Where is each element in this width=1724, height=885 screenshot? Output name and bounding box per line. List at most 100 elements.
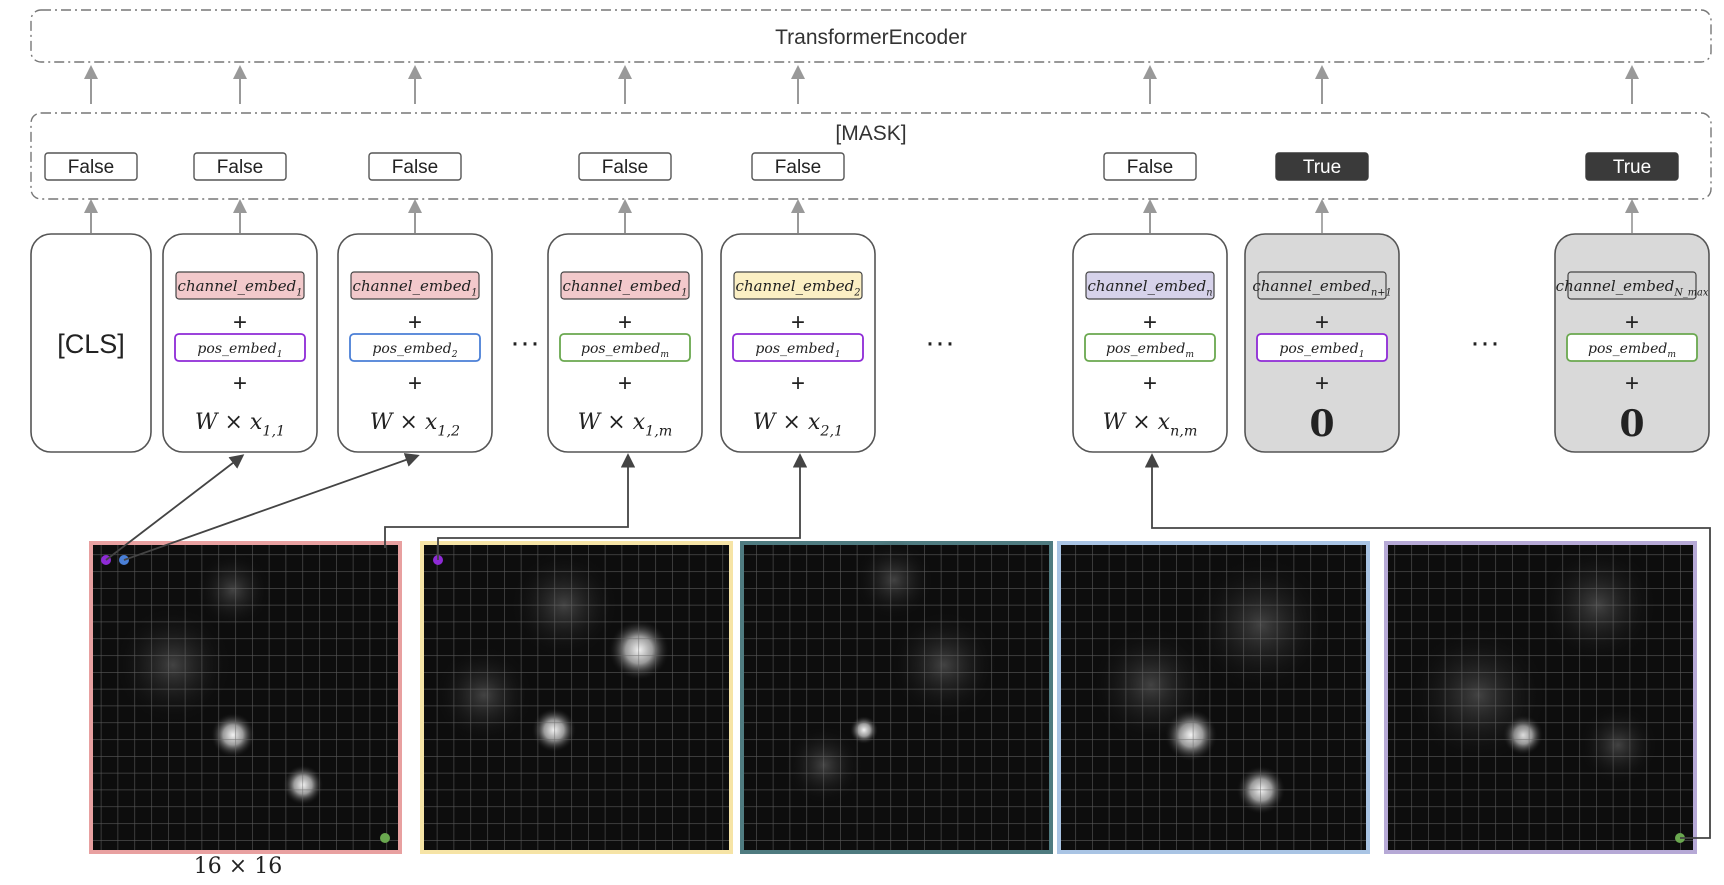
patch-grid	[424, 545, 729, 850]
plus-sign: +	[408, 309, 422, 336]
transformer-encoder-label: TransformerEncoder	[775, 26, 967, 49]
channel-embed-label-base: channel_embed	[178, 277, 297, 295]
channel-image-2	[420, 541, 733, 854]
plus-sign: +	[233, 309, 247, 336]
projected-patch-base: W × x	[370, 410, 438, 435]
pos-embed-label-subscript: 2	[451, 350, 458, 360]
channel-embed-box	[350, 271, 480, 300]
channel-image-1	[89, 541, 402, 854]
patch-grid	[1388, 545, 1693, 850]
pos-embed-box	[1084, 333, 1216, 362]
mask-flag-label: False	[775, 157, 821, 178]
token-columns: False[CLS]Falsechannel_embed1+pos_embed1…	[30, 65, 1710, 453]
token-0: False [CLS]	[30, 65, 152, 453]
pos-embed-label-subscript: m	[1185, 350, 1194, 360]
pos-embed-label: pos_embedm	[1106, 341, 1194, 360]
projected-patch-subscript: 2,1	[819, 424, 843, 440]
channel-embed-label: channel_embedn	[1088, 277, 1213, 299]
pos-embed-label: pos_embed1	[1279, 341, 1364, 360]
patch-grid	[1061, 545, 1366, 850]
mask-flag-box	[751, 152, 845, 181]
pos-embed-label: pos_embedm	[581, 341, 669, 360]
mask-flag-label: False	[68, 157, 114, 178]
channel-embed-box	[560, 271, 690, 300]
channel-embed-box	[1085, 271, 1215, 300]
pos-embed-box	[349, 333, 481, 362]
plus-sign: +	[233, 370, 247, 397]
patch-grid	[744, 545, 1049, 850]
patch-to-token-arrow	[1144, 453, 1711, 839]
pos-embed-label-subscript: m	[660, 350, 669, 360]
pos-embed-label: pos_embed2	[372, 341, 457, 360]
channel-embed-label-subscript: n	[1206, 288, 1212, 299]
plus-sign: +	[618, 309, 632, 336]
channel-embed-box	[175, 271, 305, 300]
channel-image-4	[1057, 541, 1370, 854]
channel-embed-label-base: channel_embed	[1252, 277, 1371, 295]
plus-sign: +	[408, 370, 422, 397]
pos-embed-label-base: pos_embed	[372, 341, 451, 357]
zero-input: 0	[1309, 403, 1334, 445]
mask-box: [MASK]	[30, 112, 1712, 200]
projected-patch-base: W × x	[1103, 410, 1171, 435]
pos-embed-label: pos_embed1	[755, 341, 840, 360]
mask-flag-box	[1275, 152, 1369, 181]
pos-embed-label-base: pos_embed	[1588, 341, 1667, 357]
mask-label: [MASK]	[835, 122, 906, 145]
ellipsis: ···	[925, 326, 955, 359]
pos-embed-label-base: pos_embed	[1279, 341, 1358, 357]
channel-image-5	[1384, 541, 1697, 854]
mask-flag-box	[193, 152, 287, 181]
cls-label: [CLS]	[57, 329, 125, 359]
pos-embed-label-subscript: 1	[277, 350, 283, 360]
pos-embed-label-base: pos_embed	[197, 341, 276, 357]
plus-sign: +	[1315, 370, 1329, 397]
plus-sign: +	[1315, 309, 1329, 336]
channel-embed-label-base: channel_embed	[563, 277, 682, 295]
mask-flag-box	[578, 152, 672, 181]
mask-flag-box	[1103, 152, 1197, 181]
projected-patch-base: W × x	[195, 410, 263, 435]
token-6: ···	[925, 326, 955, 359]
channel-embed-label: channel_embed1	[353, 277, 478, 299]
pos-embed-label-subscript: 1	[1359, 350, 1365, 360]
pos-embed-box	[174, 333, 306, 362]
projected-patch: W × x1,m	[578, 410, 673, 440]
token-3: ···	[510, 326, 540, 359]
pos-embed-box	[732, 333, 864, 362]
channel-embed-label: channel_embed1	[178, 277, 303, 299]
zero-input-base: 0	[1619, 403, 1644, 445]
channel-embed-label-base: channel_embed	[736, 277, 855, 295]
channel-images: 16 × 16	[89, 540, 1697, 879]
pos-embed-label-base: pos_embed	[581, 341, 660, 357]
channel-embed-label-subscript: N_max	[1673, 288, 1708, 299]
mask-flag-label: False	[602, 157, 648, 178]
channel-embed-label: channel_embed2	[736, 277, 861, 299]
channel-embed-box	[1257, 271, 1387, 300]
pos-embed-label: pos_embed1	[197, 341, 282, 360]
channel-embed-label-base: channel_embed	[1556, 277, 1675, 295]
plus-sign: +	[1143, 309, 1157, 336]
channel-embed-label: channel_embed1	[563, 277, 688, 299]
ellipsis: ···	[510, 326, 540, 359]
projected-patch: W × x1,1	[195, 410, 285, 440]
mask-flag-box	[44, 152, 138, 181]
projected-patch: W × x1,2	[370, 410, 460, 440]
mask-flag-box	[368, 152, 462, 181]
projected-patch: W × x2,1	[753, 410, 843, 440]
plus-sign: +	[1625, 309, 1639, 336]
zero-input: 0	[1619, 403, 1644, 445]
patch-to-token-arrow	[105, 454, 245, 561]
channel-embed-label-subscript: 1	[681, 288, 687, 299]
pos-embed-box	[1256, 333, 1388, 362]
channel-embed-label: channel_embedN_max	[1556, 277, 1709, 299]
patch-connectors	[105, 453, 1711, 839]
mask-flag-label: False	[392, 157, 438, 178]
mask-flag-box	[1585, 152, 1679, 181]
channel-embed-label-subscript: 2	[853, 288, 860, 299]
plus-sign: +	[1625, 370, 1639, 397]
